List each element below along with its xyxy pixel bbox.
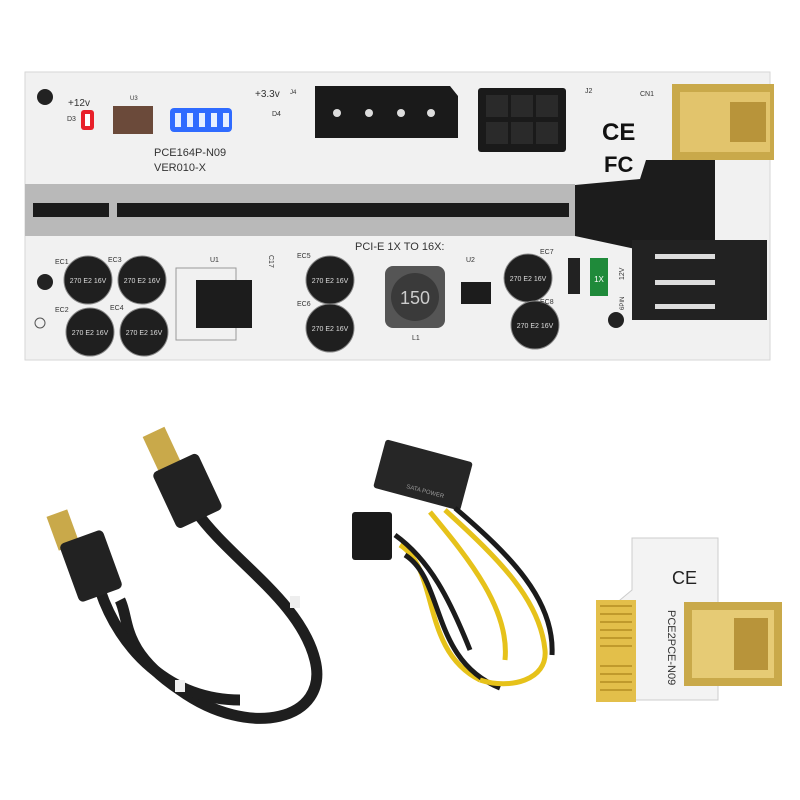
capacitor-body bbox=[63, 255, 113, 305]
label-6pin: 6PIN bbox=[620, 297, 626, 310]
label-j2: J2 bbox=[585, 88, 593, 95]
board-model: PCE164P-N09 bbox=[154, 147, 226, 159]
label-d4: D4 bbox=[272, 111, 281, 118]
label-12v-pin: 12V bbox=[619, 267, 626, 280]
capacitor-body bbox=[510, 300, 560, 350]
label-u1: U1 bbox=[210, 257, 219, 264]
label-u3: U3 bbox=[130, 96, 138, 102]
capacitor-ref: EC3 bbox=[108, 257, 122, 264]
label-cn1: CN1 bbox=[640, 91, 654, 98]
cable-tie bbox=[175, 680, 185, 692]
capacitor-body bbox=[117, 255, 167, 305]
capacitor-ec3: 270 E2 16V EC3 bbox=[108, 255, 167, 305]
adapter-usb-port[interactable] bbox=[684, 602, 782, 686]
label-12v: +12v bbox=[68, 98, 90, 109]
fc-mark: FC bbox=[604, 152, 633, 177]
inductor-l1: 150 bbox=[385, 266, 445, 328]
pcie-x1-edge-connector bbox=[596, 600, 636, 702]
capacitor-body bbox=[305, 303, 355, 353]
label-33v: +3.3v bbox=[255, 89, 280, 100]
capacitor-ec2: 270 E2 16V EC2 bbox=[55, 307, 115, 357]
riser-board: +12v D3 U3 PCE164P-N09 VER010-X +3.3v D4… bbox=[24, 71, 774, 361]
capacitor-ref: EC6 bbox=[297, 301, 311, 308]
mounting-hole bbox=[608, 312, 624, 328]
sata-to-6pin-cable[interactable]: SATA POWER bbox=[352, 439, 555, 691]
usb-extension-cable[interactable] bbox=[46, 426, 323, 724]
label-l1: L1 bbox=[412, 335, 420, 342]
cable-tie bbox=[290, 596, 300, 608]
capacitor-ec8: 270 E2 16V EC8 bbox=[510, 299, 560, 350]
capacitor-value: 270 E2 16V bbox=[517, 323, 554, 330]
label-d3: D3 bbox=[67, 116, 76, 123]
mounting-hole bbox=[34, 317, 46, 329]
mounting-hole bbox=[37, 274, 53, 290]
capacitor-ec1: 270 E2 16V EC1 bbox=[55, 255, 113, 305]
sata-connector[interactable] bbox=[373, 439, 473, 511]
capacitor-ref: EC1 bbox=[55, 259, 69, 266]
pcie-x1-adapter-card[interactable]: CE PCE2PCE-N09 bbox=[596, 537, 782, 702]
diode bbox=[568, 258, 580, 294]
capacitor-ec6: 270 E2 16V EC6 bbox=[297, 301, 355, 353]
slot-label: PCI-E 1X TO 16X: bbox=[355, 241, 444, 253]
mounting-hole bbox=[37, 89, 53, 105]
capacitor-value: 270 E2 16V bbox=[126, 330, 163, 337]
inductor-value: 150 bbox=[400, 288, 430, 308]
capacitor-ec4: 270 E2 16V EC4 bbox=[110, 305, 169, 357]
usb-plug-a[interactable] bbox=[142, 426, 224, 530]
chip-u2 bbox=[461, 282, 491, 304]
capacitor-ref: EC8 bbox=[540, 299, 554, 306]
capacitor-ec7: 270 E2 16V EC7 bbox=[503, 249, 554, 303]
capacitor-ref: EC4 bbox=[110, 305, 124, 312]
six-pin-power-connector[interactable] bbox=[478, 88, 566, 152]
board-version: VER010-X bbox=[154, 162, 207, 174]
led-lens bbox=[85, 114, 90, 126]
adapter-ce-mark: CE bbox=[672, 568, 697, 588]
capacitor-value: 270 E2 16V bbox=[312, 278, 349, 285]
regulator-u1 bbox=[196, 280, 252, 328]
capacitor-body bbox=[65, 307, 115, 357]
usb-plug-b[interactable] bbox=[46, 509, 124, 603]
fuse-label: 1X bbox=[594, 275, 604, 284]
adapter-model: PCE2PCE-N09 bbox=[665, 610, 677, 685]
chip-u3 bbox=[113, 106, 153, 134]
capacitor-ref: EC5 bbox=[297, 253, 311, 260]
molex-connector[interactable] bbox=[315, 86, 458, 138]
pcie-x16-slot[interactable] bbox=[25, 184, 575, 236]
capacitor-value: 270 E2 16V bbox=[510, 276, 547, 283]
capacitor-ref: EC2 bbox=[55, 307, 69, 314]
capacitor-value: 270 E2 16V bbox=[312, 326, 349, 333]
capacitor-ref: EC7 bbox=[540, 249, 554, 256]
capacitor-value: 270 E2 16V bbox=[72, 330, 109, 337]
label-j4: J4 bbox=[290, 90, 297, 96]
label-u2: U2 bbox=[466, 257, 475, 264]
capacitor-value: 270 E2 16V bbox=[70, 278, 107, 285]
label-c17: C17 bbox=[267, 255, 274, 268]
capacitor-body bbox=[119, 307, 169, 357]
blue-status-leds bbox=[170, 108, 232, 132]
ce-mark: CE bbox=[602, 119, 635, 146]
fuse bbox=[590, 258, 608, 296]
usb-port[interactable] bbox=[672, 84, 774, 160]
side-power-connector[interactable] bbox=[575, 160, 767, 320]
capacitor-value: 270 E2 16V bbox=[124, 278, 161, 285]
pcie-6pin-plug[interactable] bbox=[352, 512, 392, 560]
